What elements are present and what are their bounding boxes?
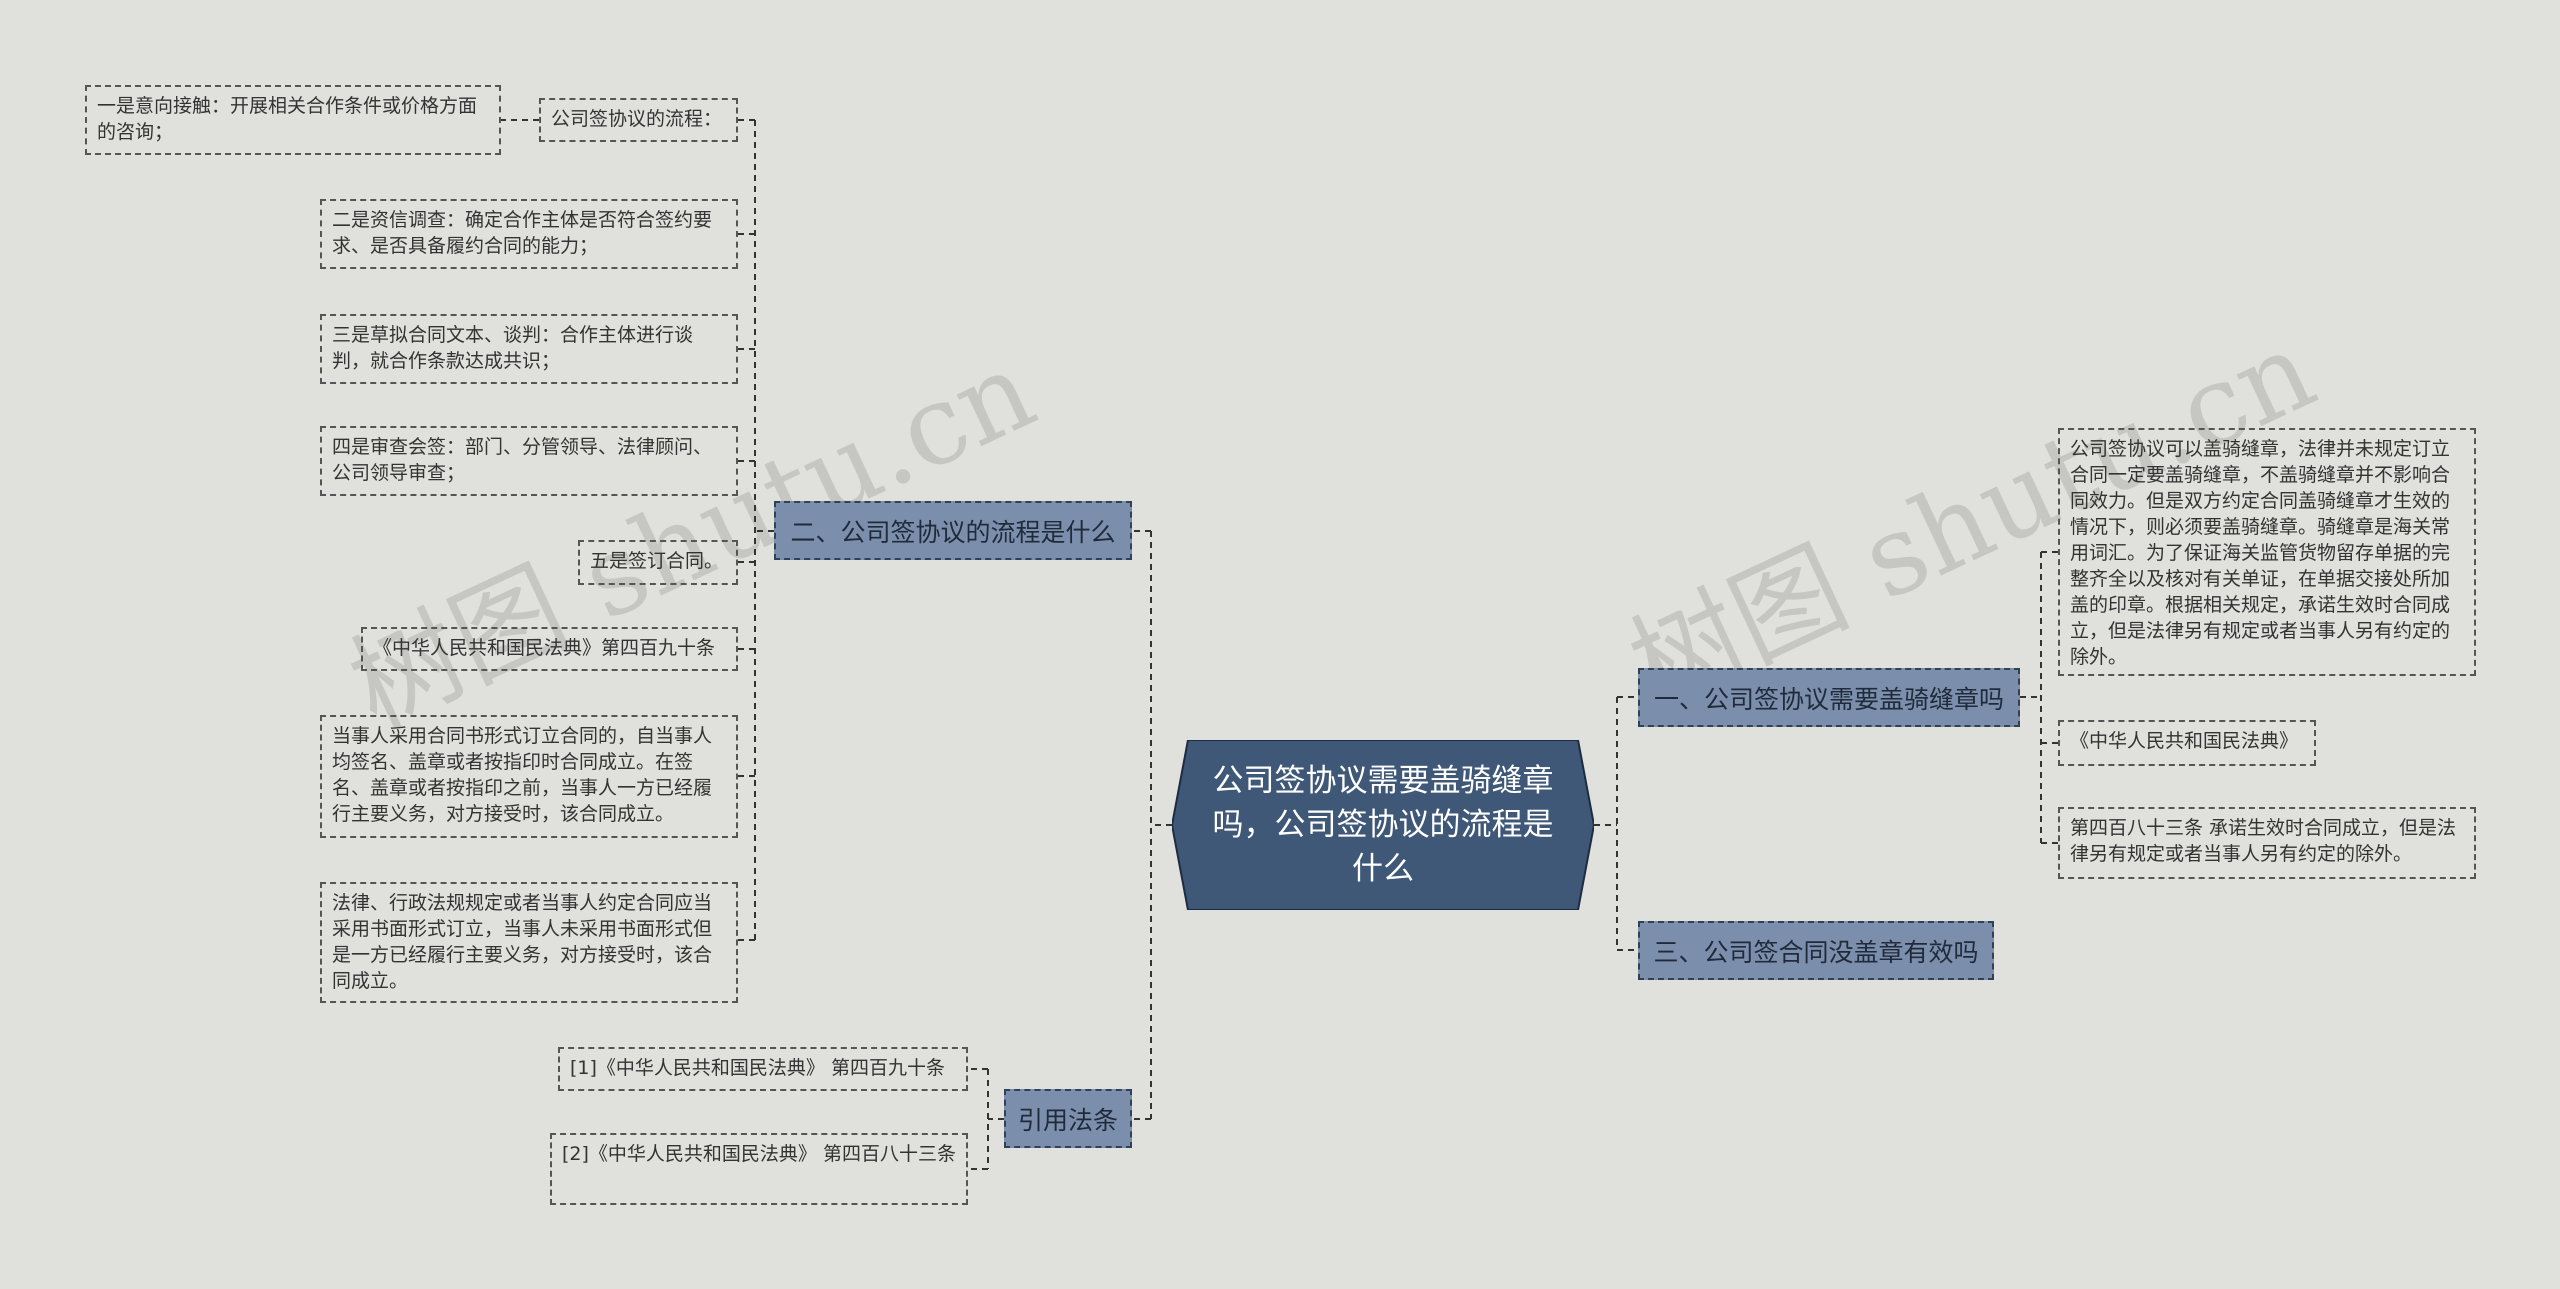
leaf-article-text-2[interactable]: 法律、行政法规规定或者当事人约定合同应当采用书面形式订立，当事人未采用书面形式但… (320, 882, 738, 1003)
center-topic[interactable]: 公司签协议需要盖骑缝章吗，公司签协议的流程是什么 (1172, 740, 1594, 910)
center-label: 公司签协议需要盖骑缝章吗，公司签协议的流程是什么 (1212, 763, 1554, 887)
leaf-step-5[interactable]: 五是签订合同。 (578, 540, 738, 585)
leaf-step-2[interactable]: 二是资信调查：确定合作主体是否符合签约要求、是否具备履约合同的能力； (320, 199, 738, 269)
leaf-ref-2[interactable]: [2]《中华人民共和国民法典》 第四百八十三条 (550, 1133, 968, 1205)
leaf-article-483[interactable]: 第四百八十三条 承诺生效时合同成立，但是法律另有规定或者当事人另有约定的除外。 (2058, 807, 2476, 879)
branch-seam-seal[interactable]: 一、公司签协议需要盖骑缝章吗 (1638, 668, 2020, 727)
leaf-civil-code[interactable]: 《中华人民共和国民法典》 (2058, 720, 2316, 766)
leaf-step-3[interactable]: 三是草拟合同文本、谈判：合作主体进行谈判，就合作条款达成共识； (320, 314, 738, 384)
leaf-process-title[interactable]: 公司签协议的流程： (539, 98, 738, 142)
leaf-step-4[interactable]: 四是审查会签：部门、分管领导、法律顾问、公司领导审查； (320, 426, 738, 496)
branch-no-seal-valid[interactable]: 三、公司签合同没盖章有效吗 (1638, 921, 1994, 980)
leaf-seam-seal-answer[interactable]: 公司签协议可以盖骑缝章，法律并未规定订立合同一定要盖骑缝章，不盖骑缝章并不影响合… (2058, 428, 2476, 676)
leaf-step-1[interactable]: 一是意向接触：开展相关合作条件或价格方面的咨询； (85, 85, 501, 155)
branch-signing-process[interactable]: 二、公司签协议的流程是什么 (774, 501, 1132, 560)
leaf-civil-code-490[interactable]: 《中华人民共和国民法典》第四百九十条 (361, 627, 738, 671)
branch-cited-laws[interactable]: 引用法条 (1004, 1089, 1132, 1148)
center-shape (1172, 740, 1594, 910)
leaf-ref-1[interactable]: [1]《中华人民共和国民法典》 第四百九十条 (558, 1047, 968, 1091)
leaf-article-text-1[interactable]: 当事人采用合同书形式订立合同的，自当事人均签名、盖章或者按指印时合同成立。在签名… (320, 715, 738, 838)
